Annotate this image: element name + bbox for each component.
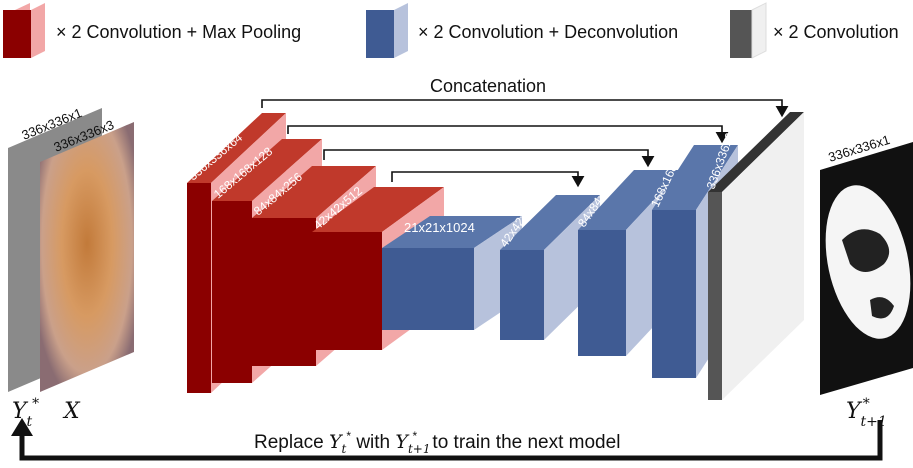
- skip-connection-1: [261, 99, 789, 118]
- block-top-face: [252, 166, 376, 218]
- feedback-loop: Replace Yt* with Yt+1* to train the next…: [11, 418, 883, 461]
- block-top-face: [187, 113, 286, 183]
- output-stack: 336x336x1: [820, 132, 913, 395]
- skip-connection-3: [323, 149, 655, 168]
- concatenation-label: Concatenation: [430, 76, 546, 96]
- block-top-face: [708, 112, 804, 192]
- feedback-arrow-line: [19, 420, 883, 461]
- input-image-plane: [40, 122, 134, 392]
- legend-swatch-red: [3, 10, 31, 58]
- block-side-face: [722, 112, 804, 400]
- block-front-face: [500, 250, 544, 340]
- block-top-face: [212, 139, 322, 201]
- block-front-face: [578, 230, 626, 356]
- input-stack: 336x336x1 336x336x3: [8, 105, 134, 392]
- legend-item-maxpool: × 2 Convolution + Max Pooling: [3, 3, 301, 58]
- input-mask-symbol: Yt*: [12, 396, 39, 430]
- legend: × 2 Convolution + Max Pooling × 2 Convol…: [3, 2, 899, 59]
- block-front-face: [187, 183, 211, 393]
- block-top-face: [500, 195, 600, 250]
- legend-label-conv: × 2 Convolution: [773, 22, 899, 42]
- block-front-face: [708, 192, 722, 400]
- feedback-caption: Replace Yt* with Yt+1* to train the next…: [254, 429, 620, 456]
- block-top-face: [382, 216, 522, 248]
- block-front-face: [652, 210, 696, 378]
- block-9: 336x336x64: [704, 112, 804, 400]
- block-top-face: [652, 145, 738, 210]
- block-front-face: [212, 201, 252, 383]
- legend-label-deconv: × 2 Convolution + Deconvolution: [418, 22, 678, 42]
- svg-text:Yt*: Yt*: [12, 396, 39, 430]
- block-front-face: [382, 248, 474, 330]
- block-top-face: [578, 170, 682, 230]
- block-top-face: [312, 187, 444, 232]
- skip-connections: [261, 99, 789, 188]
- skip-connection-4: [391, 171, 585, 188]
- block-label: 21x21x1024: [404, 220, 475, 235]
- legend-label-maxpool: × 2 Convolution + Max Pooling: [56, 22, 301, 42]
- block-front-face: [252, 218, 316, 366]
- block-front-face: [312, 232, 382, 350]
- legend-swatch-blue: [366, 10, 394, 58]
- skip-connection-2: [287, 125, 729, 144]
- legend-swatch-gray: [730, 10, 752, 58]
- feedback-arrow-head: [11, 418, 33, 436]
- legend-item-deconv: × 2 Convolution + Deconvolution: [366, 3, 678, 58]
- legend-item-conv: × 2 Convolution: [730, 2, 899, 59]
- input-image-symbol: X: [62, 399, 81, 424]
